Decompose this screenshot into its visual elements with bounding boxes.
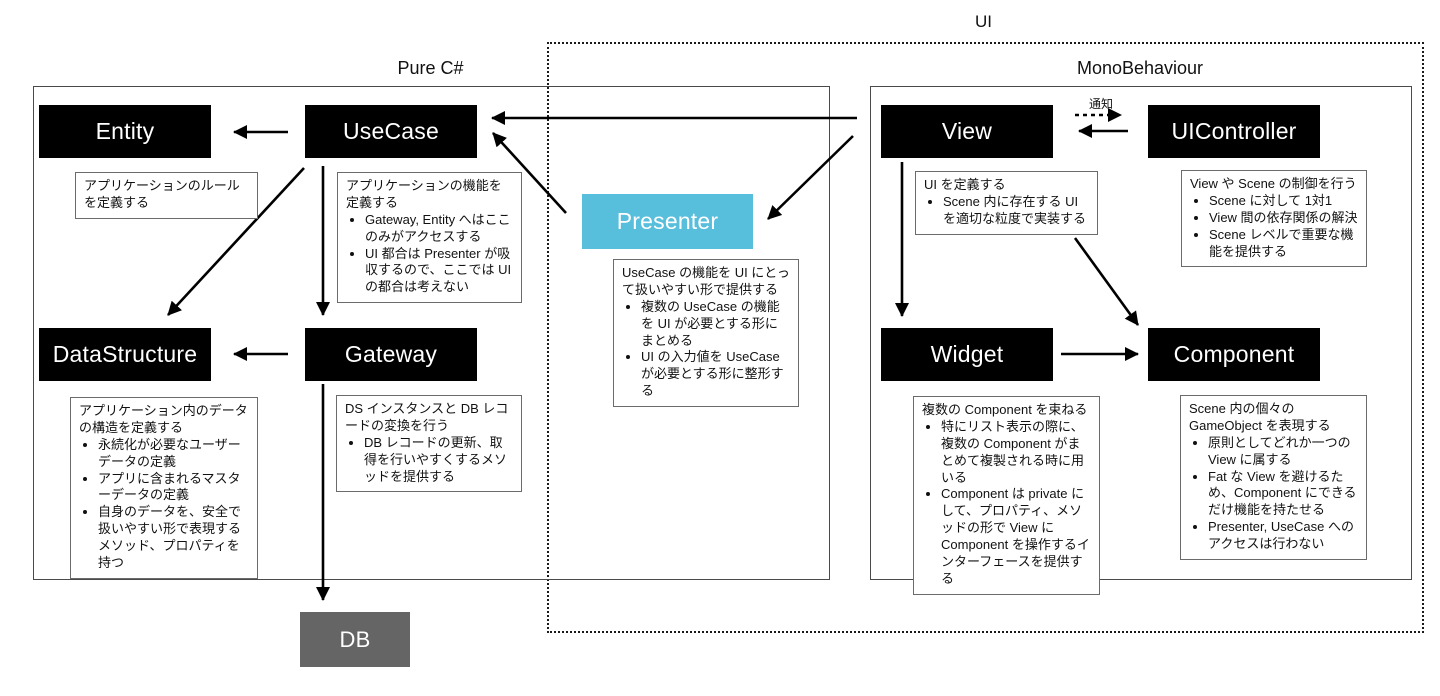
node-gateway: Gateway <box>305 328 477 381</box>
datastructure-desc-lead: アプリケーション内のデータの構造を定義する <box>79 403 248 435</box>
entity-desc-lead: アプリケーションのルールを定義する <box>84 178 240 210</box>
node-entity: Entity <box>39 105 211 158</box>
desc-bullet: 原則としてどれか一つの View に属する <box>1208 435 1358 469</box>
gateway-description: DS インスタンスと DB レコードの変換を行う DB レコードの更新、取得を行… <box>336 395 522 493</box>
notification-edge-label: 通知 <box>1088 97 1113 111</box>
desc-bullet: Component は private にして、プロパティ、メソッドの形で Vi… <box>941 486 1091 587</box>
desc-bullet: UI の入力値を UseCase が必要とする形に整形する <box>641 349 790 400</box>
view-description: UI を定義する Scene 内に存在する UI を適切な粒度で実装する <box>915 171 1098 235</box>
node-view: View <box>881 105 1053 158</box>
ui-group-box <box>547 42 1424 633</box>
gateway-desc-lead: DS インスタンスと DB レコードの変換を行う <box>345 401 509 433</box>
usecase-desc-lead: アプリケーションの機能を定義する <box>346 178 502 210</box>
datastructure-desc-bullets: 永続化が必要なユーザーデータの定義アプリに含まれるマスターデータの定義自身のデー… <box>79 437 249 572</box>
uicontroller-desc-lead: View や Scene の制御を行う <box>1190 176 1357 191</box>
widget-desc-bullets: 特にリスト表示の際に、複数の Component がまとめて複製される時に用いる… <box>922 419 1091 588</box>
desc-bullet: Scene に対して 1対1 <box>1209 193 1358 210</box>
desc-bullet: Presenter, UseCase へのアクセスは行わない <box>1208 519 1358 553</box>
presenter-description: UseCase の機能を UI にとって扱いやすい形で提供する 複数の UseC… <box>613 259 799 408</box>
desc-bullet: Gateway, Entity へはここのみがアクセスする <box>365 212 513 246</box>
entity-description: アプリケーションのルールを定義する <box>75 172 258 219</box>
presenter-desc-lead: UseCase の機能を UI にとって扱いやすい形で提供する <box>622 265 790 297</box>
desc-bullet: Scene 内に存在する UI を適切な粒度で実装する <box>943 194 1089 228</box>
uicontroller-description: View や Scene の制御を行う Scene に対して 1対1View 間… <box>1181 170 1367 268</box>
node-component: Component <box>1148 328 1320 381</box>
desc-bullet: 複数の UseCase の機能を UI が必要とする形にまとめる <box>641 299 790 350</box>
usecase-description: アプリケーションの機能を定義する Gateway, Entity へはここのみが… <box>337 172 522 304</box>
desc-bullet: 自身のデータを、安全で扱いやすい形で表現するメソッド、プロパティを持つ <box>98 504 249 572</box>
monobehaviour-group-box <box>870 86 1412 580</box>
desc-bullet: 永続化が必要なユーザーデータの定義 <box>98 437 249 471</box>
usecase-desc-bullets: Gateway, Entity へはここのみがアクセスするUI 都合は Pres… <box>346 212 513 296</box>
view-desc-lead: UI を定義する <box>924 177 1006 192</box>
component-desc-lead: Scene 内の個々の GameObject を表現する <box>1189 401 1331 433</box>
datastructure-description: アプリケーション内のデータの構造を定義する 永続化が必要なユーザーデータの定義ア… <box>70 397 258 579</box>
node-usecase: UseCase <box>305 105 477 158</box>
node-uicontroller: UIController <box>1148 105 1320 158</box>
pure-csharp-group-box <box>33 86 830 580</box>
presenter-desc-bullets: 複数の UseCase の機能を UI が必要とする形にまとめるUI の入力値を… <box>622 299 790 400</box>
widget-description: 複数の Component を束ねる 特にリスト表示の際に、複数の Compon… <box>913 396 1100 595</box>
desc-bullet: アプリに含まれるマスターデータの定義 <box>98 471 249 505</box>
desc-bullet: DB レコードの更新、取得を行いやすくするメソッドを提供する <box>364 435 513 486</box>
ui-group-label: UI <box>975 12 992 31</box>
node-datastructure: DataStructure <box>39 328 211 381</box>
uicontroller-desc-bullets: Scene に対して 1対1View 間の依存関係の解決Scene レベルで重要… <box>1190 193 1358 261</box>
view-desc-bullets: Scene 内に存在する UI を適切な粒度で実装する <box>924 194 1089 228</box>
component-desc-bullets: 原則としてどれか一つの View に属するFat な View を避けるため、C… <box>1189 435 1358 553</box>
desc-bullet: UI 都合は Presenter が吸収するので、ここでは UI の都合は考えな… <box>365 246 513 297</box>
desc-bullet: Scene レベルで重要な機能を提供する <box>1209 227 1358 261</box>
desc-bullet: Fat な View を避けるため、Component にできるだけ機能を持たせ… <box>1208 469 1358 520</box>
widget-desc-lead: 複数の Component を束ねる <box>922 402 1088 417</box>
gateway-desc-bullets: DB レコードの更新、取得を行いやすくするメソッドを提供する <box>345 435 513 486</box>
desc-bullet: 特にリスト表示の際に、複数の Component がまとめて複製される時に用いる <box>941 419 1091 487</box>
desc-bullet: View 間の依存関係の解決 <box>1209 210 1358 227</box>
monobehaviour-group-label: MonoBehaviour <box>1076 58 1204 78</box>
pure-csharp-group-label: Pure C# <box>397 58 464 78</box>
node-db: DB <box>300 612 410 667</box>
component-description: Scene 内の個々の GameObject を表現する 原則としてどれか一つの… <box>1180 395 1367 561</box>
node-widget: Widget <box>881 328 1053 381</box>
node-presenter: Presenter <box>582 194 753 249</box>
